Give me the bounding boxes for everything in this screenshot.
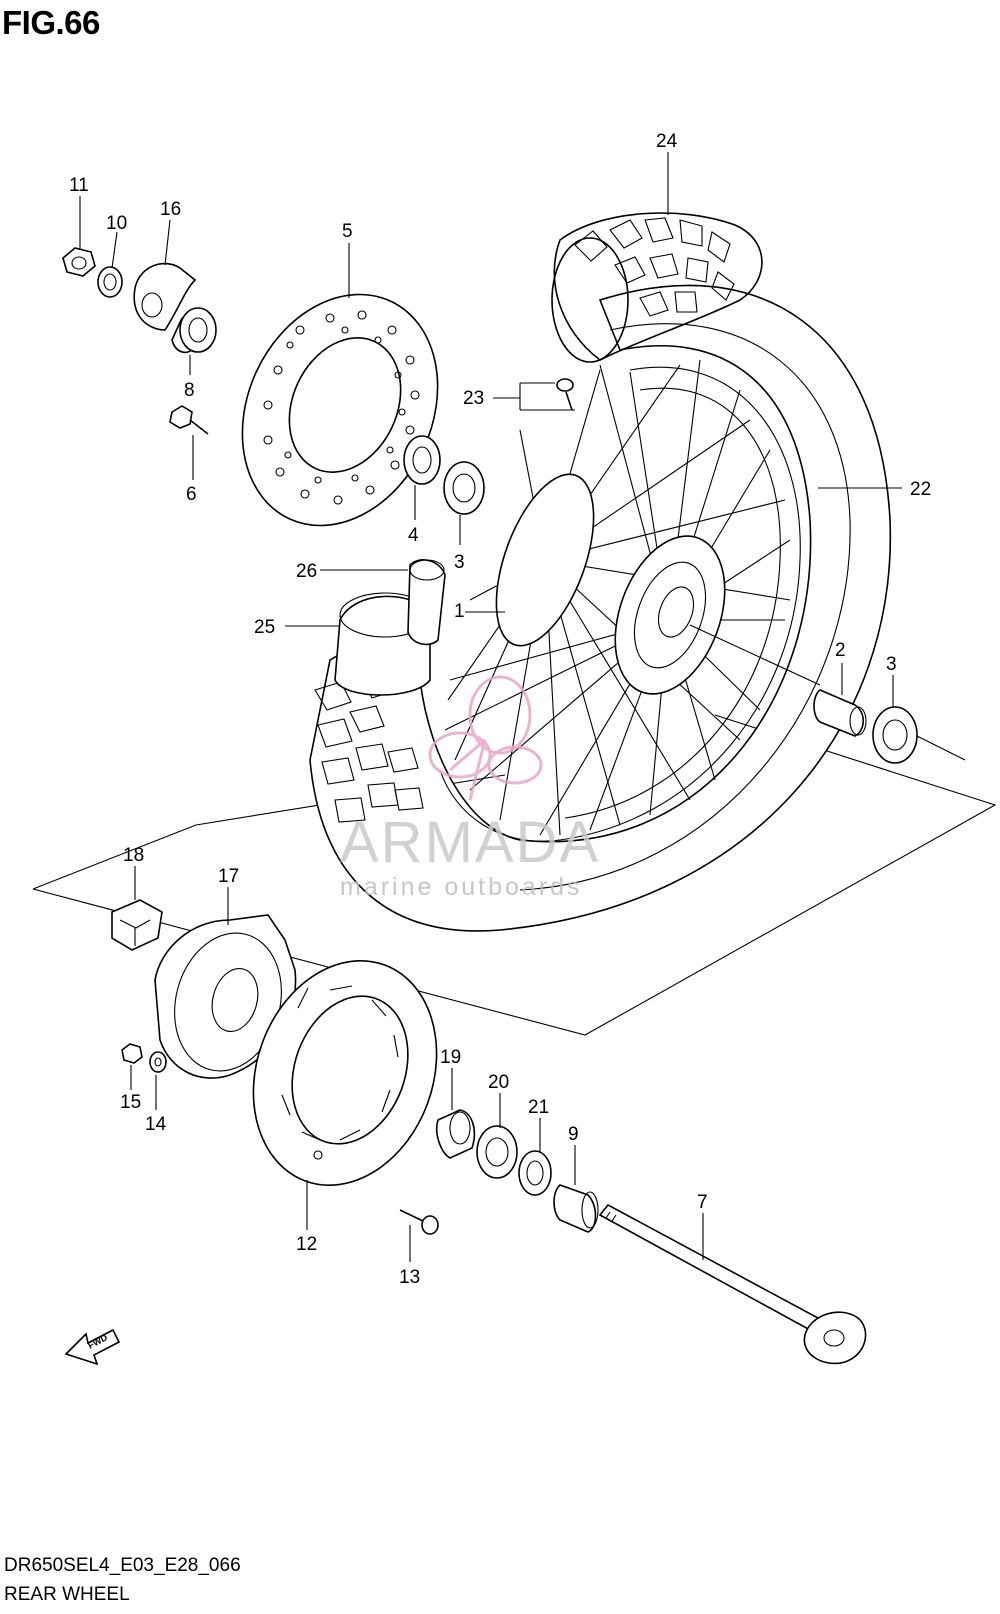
tube-valve-23 — [556, 378, 574, 411]
callout-16: 16 — [160, 199, 181, 220]
damper-18 — [111, 899, 163, 951]
callout-6: 6 — [186, 484, 197, 505]
bolt-6 — [169, 405, 209, 435]
callout-labels: 1 2 3 3 4 5 6 7 8 9 10 11 12 13 14 15 16… — [69, 131, 931, 1288]
callout-18: 18 — [123, 845, 144, 866]
hub — [495, 473, 726, 695]
leader-lines — [79, 152, 902, 1262]
callout-22: 22 — [910, 479, 931, 500]
watermark-brand: ARMADA — [340, 810, 600, 875]
figure-title: FIG.66 — [2, 4, 100, 41]
callout-14: 14 — [145, 1114, 167, 1135]
callout-8: 8 — [184, 380, 195, 401]
washer-10 — [97, 266, 123, 298]
callout-17: 17 — [218, 866, 239, 887]
callout-23: 23 — [463, 388, 484, 409]
nut-15 — [121, 1043, 143, 1064]
callout-24: 24 — [656, 131, 678, 152]
oil-seal-21 — [518, 1150, 552, 1196]
callout-7: 7 — [697, 1192, 708, 1213]
watermark-logo — [428, 675, 543, 801]
callout-5: 5 — [342, 221, 353, 242]
oil-seal-4 — [403, 435, 441, 485]
callout-9: 9 — [568, 1124, 579, 1145]
bearing-3-right — [872, 706, 918, 764]
forward-arrow-icon: FWD — [64, 1328, 121, 1366]
callout-13: 13 — [399, 1267, 420, 1288]
inner-tube-25 — [334, 592, 431, 696]
axle-7 — [598, 1203, 867, 1365]
callout-26: 26 — [296, 561, 317, 582]
callout-2: 2 — [835, 640, 846, 661]
footer-diagram-name: REAR WHEEL — [4, 1584, 130, 1605]
collar-19 — [435, 1109, 476, 1159]
washer-14 — [149, 1051, 167, 1073]
bearing-3-upper — [443, 461, 485, 515]
nut-11 — [62, 247, 96, 277]
callout-11: 11 — [69, 175, 89, 196]
callout-3-right: 3 — [886, 654, 897, 675]
callout-3-upper: 3 — [454, 552, 465, 573]
footer-diagram-code: DR650SEL4_E03_E28_066 — [4, 1555, 241, 1576]
callout-20: 20 — [488, 1072, 509, 1093]
callout-25: 25 — [254, 617, 275, 638]
callout-19: 19 — [440, 1047, 461, 1068]
speedometer-gear-16 — [133, 262, 197, 331]
callout-4: 4 — [408, 525, 419, 546]
callout-12: 12 — [296, 1234, 317, 1255]
bearing-20 — [476, 1125, 518, 1179]
spacer-2 — [813, 689, 867, 737]
callout-15: 15 — [120, 1092, 141, 1113]
watermark-tagline: marine outboards — [340, 873, 583, 901]
brake-disc — [241, 293, 439, 527]
callout-10: 10 — [106, 213, 127, 234]
spacer-8 — [171, 307, 217, 354]
spacer-9 — [553, 1184, 599, 1233]
callout-1: 1 — [454, 601, 465, 622]
watermark: ARMADA marine outboards — [340, 675, 600, 901]
bolt-13 — [399, 1209, 439, 1235]
rim — [439, 366, 801, 842]
rear-sprocket-12 — [252, 960, 438, 1186]
tire — [309, 212, 892, 932]
rim-band-26 — [407, 559, 446, 646]
callout-21: 21 — [528, 1097, 549, 1118]
